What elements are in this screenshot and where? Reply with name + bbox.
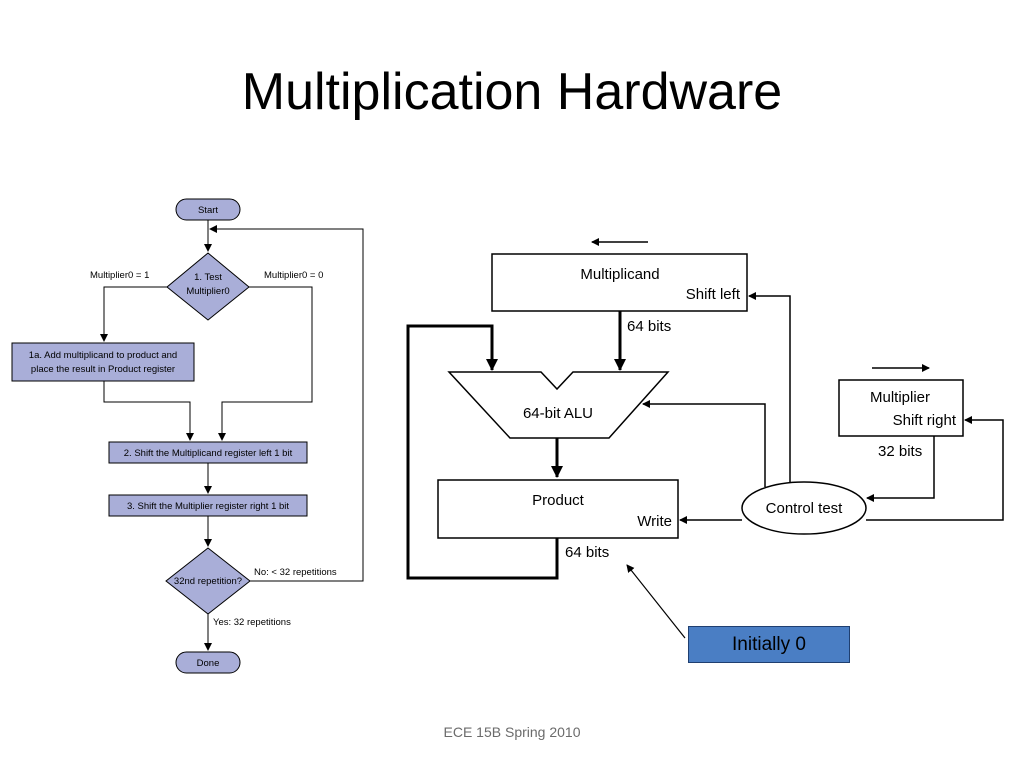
product-label: Product [532,492,585,509]
test-label-line1: 1. Test [194,272,222,283]
flow-arrow [218,286,313,441]
test-decision [166,252,250,321]
multiplier-to-control-line [866,436,935,502]
repetition-label: 32nd repetition? [174,576,242,587]
flow-arrow [103,381,194,441]
yes-label: Yes: 32 repetitions [213,617,291,628]
alu [447,371,670,439]
multiplicand-register [491,253,748,312]
multiplicand-label: Multiplicand [580,266,659,283]
shift-left-label: Shift left [686,286,741,303]
control-test [741,481,867,535]
initially-zero-callout: Initially 0 [688,626,850,663]
multiplier-label: Multiplier [870,389,930,406]
multiplier-register [838,379,964,437]
bits-64-bottom-label: 64 bits [565,544,609,561]
step-1a-line2: place the result in Product register [31,364,175,375]
step-3-label: 3. Shift the Multiplier register right 1… [127,501,289,512]
initially-callout-arrow [626,564,686,639]
bits-32-label: 32 bits [878,443,922,460]
footer: ECE 15B Spring 2010 [443,724,581,740]
flowchart: Start 1. Test Multiplier0 Multiplier0 = … [11,198,364,674]
slide-title: Multiplication Hardware [241,63,783,121]
branch-right-label: Multiplier0 = 0 [264,270,323,281]
hardware-diagram: Multiplicand Shift left 64 bits 64-bit A… [406,238,1004,639]
done-node [175,651,241,674]
control-test-label: Control test [766,500,844,517]
shift-right-label: Shift right [893,412,957,429]
test-label-line2: Multiplier0 [186,286,229,297]
done-label: Done [197,658,220,669]
bits-64-top-label: 64 bits [627,318,671,335]
flow-arrow [100,286,167,342]
start-label: Start [198,205,218,216]
step-2-label: 2. Shift the Multiplicand register left … [124,448,293,459]
product-feedback-bus [406,324,559,580]
no-label: No: < 32 repetitions [254,567,337,578]
control-shift-right-line [866,416,1004,521]
loop-arrow [209,225,364,582]
control-alu-line [642,400,766,487]
write-label: Write [637,513,672,530]
step-1a-line1: 1a. Add multiplicand to product and [29,350,177,361]
control-shift-left-line [748,292,791,483]
alu-label: 64-bit ALU [523,405,593,422]
step-1a-box [11,342,195,382]
branch-left-label: Multiplier0 = 1 [90,270,149,281]
